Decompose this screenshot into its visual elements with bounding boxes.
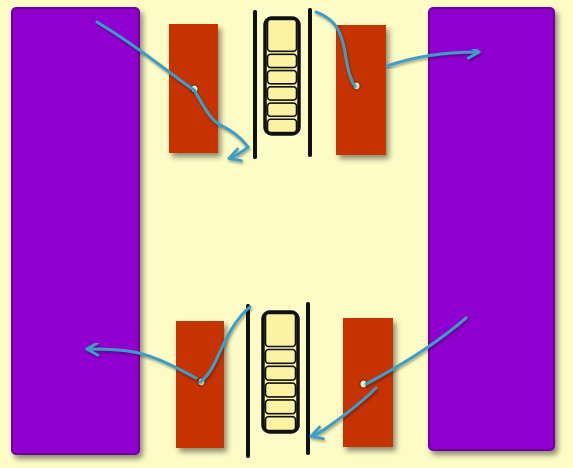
flow-top-right-in [314,10,357,88]
left-purple-pillar [11,7,140,455]
right-purple-pillar [428,7,555,451]
flow-bottom-left-plate-to-pillar [88,349,198,380]
top-stack-segment [266,102,298,118]
flow-top-left-plate-out [192,88,251,158]
top-stack-segment [266,18,298,53]
flow-top-right-to-pillar [385,52,478,68]
bottom-stack-segment [264,382,297,398]
pillars [11,7,555,455]
bottom-stack-segment [264,399,297,415]
bottom-stack-segment [264,312,297,348]
flow-top-left-to-plate [95,20,196,92]
flow-bottom-right-out [312,386,378,436]
bottom-junction [176,302,393,458]
top-junction [169,8,386,159]
bottom-segment-stack [261,310,300,434]
top-stack-segment [266,118,298,134]
bottom-stack-segment [264,348,297,365]
flow-arrows [88,10,478,436]
bottom-stack-segment [264,415,297,432]
flow-bottom-left-in [198,305,252,384]
top-segment-stack [263,16,301,136]
top-stack-segment [266,85,298,101]
bottom-stack-segment [264,365,297,381]
flow-bottom-right-pillar-to-plate [364,316,468,386]
top-stack-segment [266,69,298,85]
top-stack-segment [266,53,298,69]
